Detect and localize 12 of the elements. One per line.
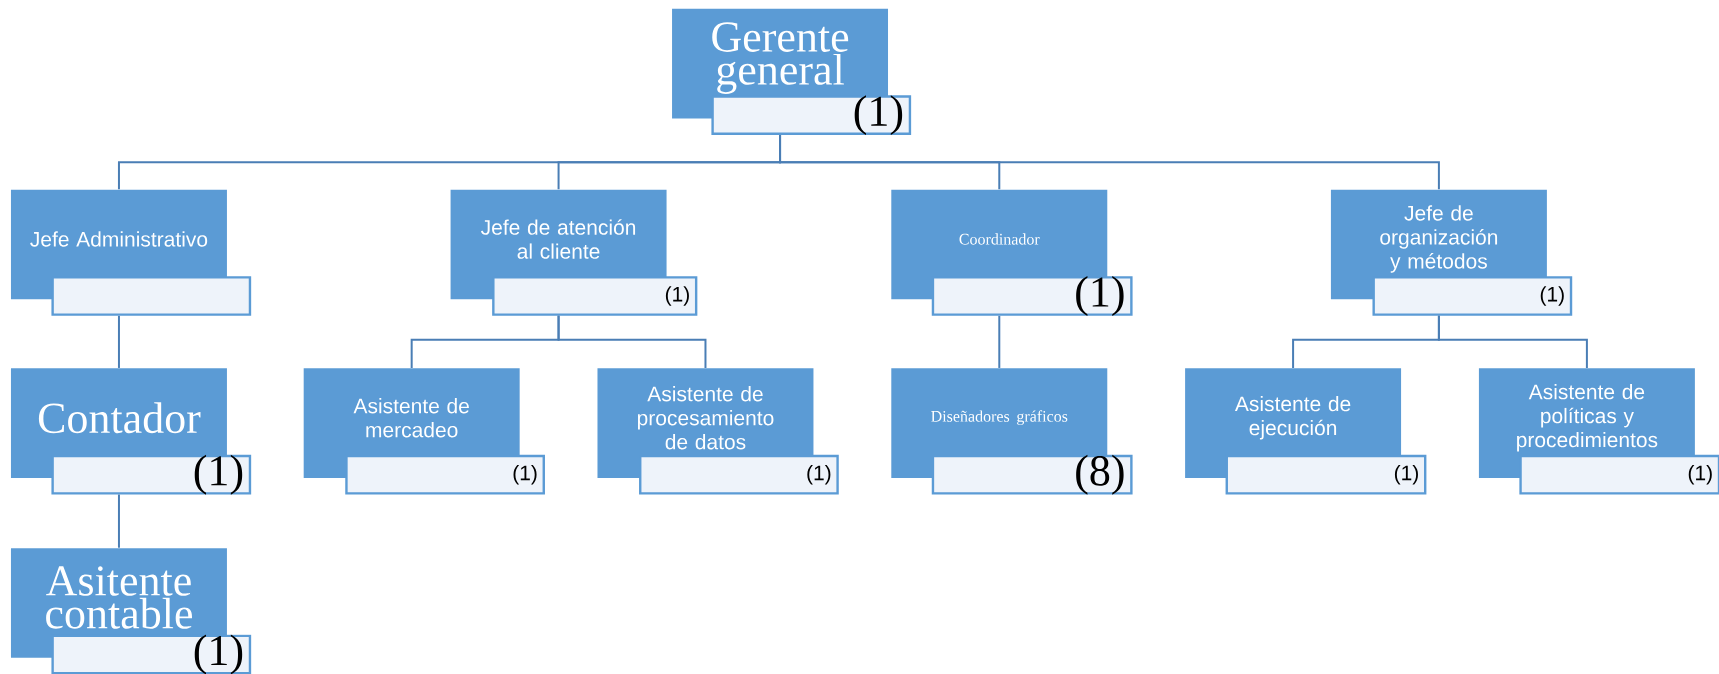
count-label: (1)	[1688, 464, 1712, 485]
count-label: (1)	[1394, 464, 1418, 485]
count-label: (1)	[1540, 286, 1564, 306]
connector-line	[557, 314, 707, 369]
count-label: (1)	[513, 464, 537, 485]
connector-line	[117, 493, 120, 549]
count-label: (1)	[665, 286, 689, 306]
connector-line	[117, 314, 120, 369]
connector-line	[1437, 314, 1588, 369]
count-label: (1)	[807, 464, 831, 485]
connector-line	[779, 133, 1440, 191]
connector-line	[998, 314, 1001, 369]
